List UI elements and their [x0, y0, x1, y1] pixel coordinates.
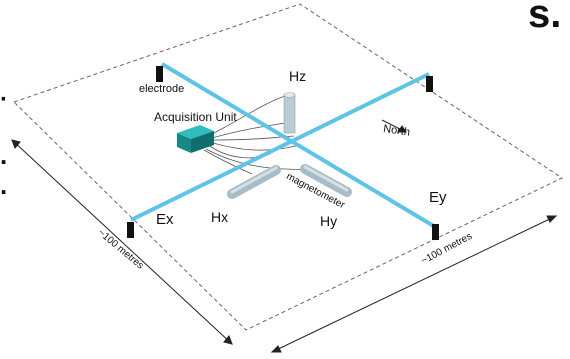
- label-ey: Ey: [429, 189, 447, 206]
- electrode-se: [432, 224, 439, 240]
- fragment-left-dot: ·: [0, 86, 8, 113]
- north-arrow-icon: [381, 119, 407, 133]
- electrode-nw: [156, 66, 163, 82]
- electrode-ne: [426, 76, 433, 92]
- label-ex: Ex: [156, 211, 174, 228]
- dimension-arrow-right: [270, 215, 558, 353]
- label-hy: Hy: [320, 213, 338, 229]
- acquisition-unit-box: [177, 125, 214, 153]
- magnetometer-hz: [283, 92, 296, 134]
- label-acquisition-unit: Acquisition Unit: [154, 110, 237, 124]
- magnetometer-hx: [227, 165, 281, 199]
- dimension-arrow-left: [11, 139, 233, 345]
- fragment-left-bottom: .: [0, 170, 8, 200]
- ey-cable: [160, 62, 439, 230]
- label-hz: Hz: [289, 68, 307, 84]
- ex-cable: [130, 72, 430, 222]
- survey-area-outline: [13, 3, 564, 331]
- label-hx: Hx: [211, 209, 229, 225]
- magnetometer-hy: [300, 164, 352, 197]
- fragment-left-mid: .: [0, 140, 8, 170]
- fragment-top-right: s.: [528, 0, 562, 36]
- electrode-sw: [127, 222, 134, 238]
- label-electrode: electrode: [139, 83, 185, 95]
